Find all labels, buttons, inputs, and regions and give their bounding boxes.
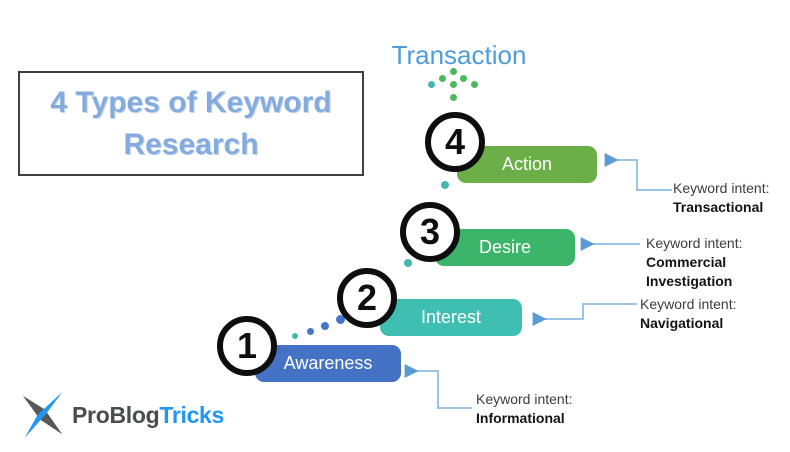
step-label: Desire	[478, 237, 531, 257]
step-number: 2	[356, 277, 378, 318]
step-number-circle-3: 3	[400, 202, 460, 262]
intent-value: Commercial Investigation	[646, 254, 733, 289]
step-bar-action: Action	[457, 146, 597, 183]
brand-logo-text: ProBlogTricks	[72, 402, 224, 429]
intent-label-informational: Keyword intent: Informational	[476, 390, 611, 428]
up-arrow-dot	[439, 75, 446, 82]
trail-dot	[336, 315, 345, 324]
trail-dot	[292, 333, 298, 339]
brand-logo: ProBlogTricks	[20, 390, 224, 440]
step-number-circle-4: 4	[425, 112, 485, 172]
step-bar-awareness: Awareness	[255, 345, 401, 382]
title-box: 4 Types of Keyword Research	[18, 71, 364, 176]
up-arrow-dot	[450, 68, 457, 75]
brand-name-primary: ProBlog	[72, 401, 160, 428]
step-label: Action	[501, 154, 553, 174]
trail-dot	[307, 328, 314, 335]
step-bar-desire: Desire	[435, 229, 575, 266]
up-arrow-dot	[460, 75, 467, 82]
intent-prefix: Keyword intent:	[640, 296, 737, 312]
intent-value: Navigational	[640, 315, 724, 331]
step-label: Awareness	[283, 353, 373, 373]
intent-prefix: Keyword intent:	[673, 180, 770, 196]
intent-label-commercial-investigation: Keyword intent: Commercial Investigation	[646, 234, 758, 291]
step-number-circle-2: 2	[337, 268, 397, 328]
up-arrow-dot	[450, 94, 457, 101]
step-number: 3	[419, 211, 441, 252]
step-bar-interest: Interest	[380, 299, 522, 336]
step-number-circle-1: 1	[217, 316, 277, 376]
connector-dot	[404, 259, 412, 267]
step-number: 1	[236, 325, 258, 366]
intent-label-navigational: Keyword intent: Navigational	[640, 295, 765, 333]
intent-prefix: Keyword intent:	[476, 391, 573, 407]
intent-prefix: Keyword intent:	[646, 235, 743, 251]
up-arrow-dot	[471, 81, 478, 88]
up-arrow-dot	[450, 81, 457, 88]
connector-dot	[441, 181, 449, 189]
intent-label-transactional: Keyword intent: Transactional	[673, 179, 790, 217]
step-number: 4	[444, 121, 466, 162]
page-title: 4 Types of Keyword Research	[50, 85, 332, 161]
step-label: Interest	[420, 307, 482, 327]
up-arrow-dot	[428, 81, 435, 88]
trail-dot	[321, 322, 329, 330]
transaction-label: Transaction	[391, 40, 527, 70]
intent-value: Transactional	[673, 199, 764, 215]
intent-value: Informational	[476, 410, 565, 426]
brand-name-accent: Tricks	[159, 401, 225, 428]
four-point-star-icon	[22, 392, 63, 438]
